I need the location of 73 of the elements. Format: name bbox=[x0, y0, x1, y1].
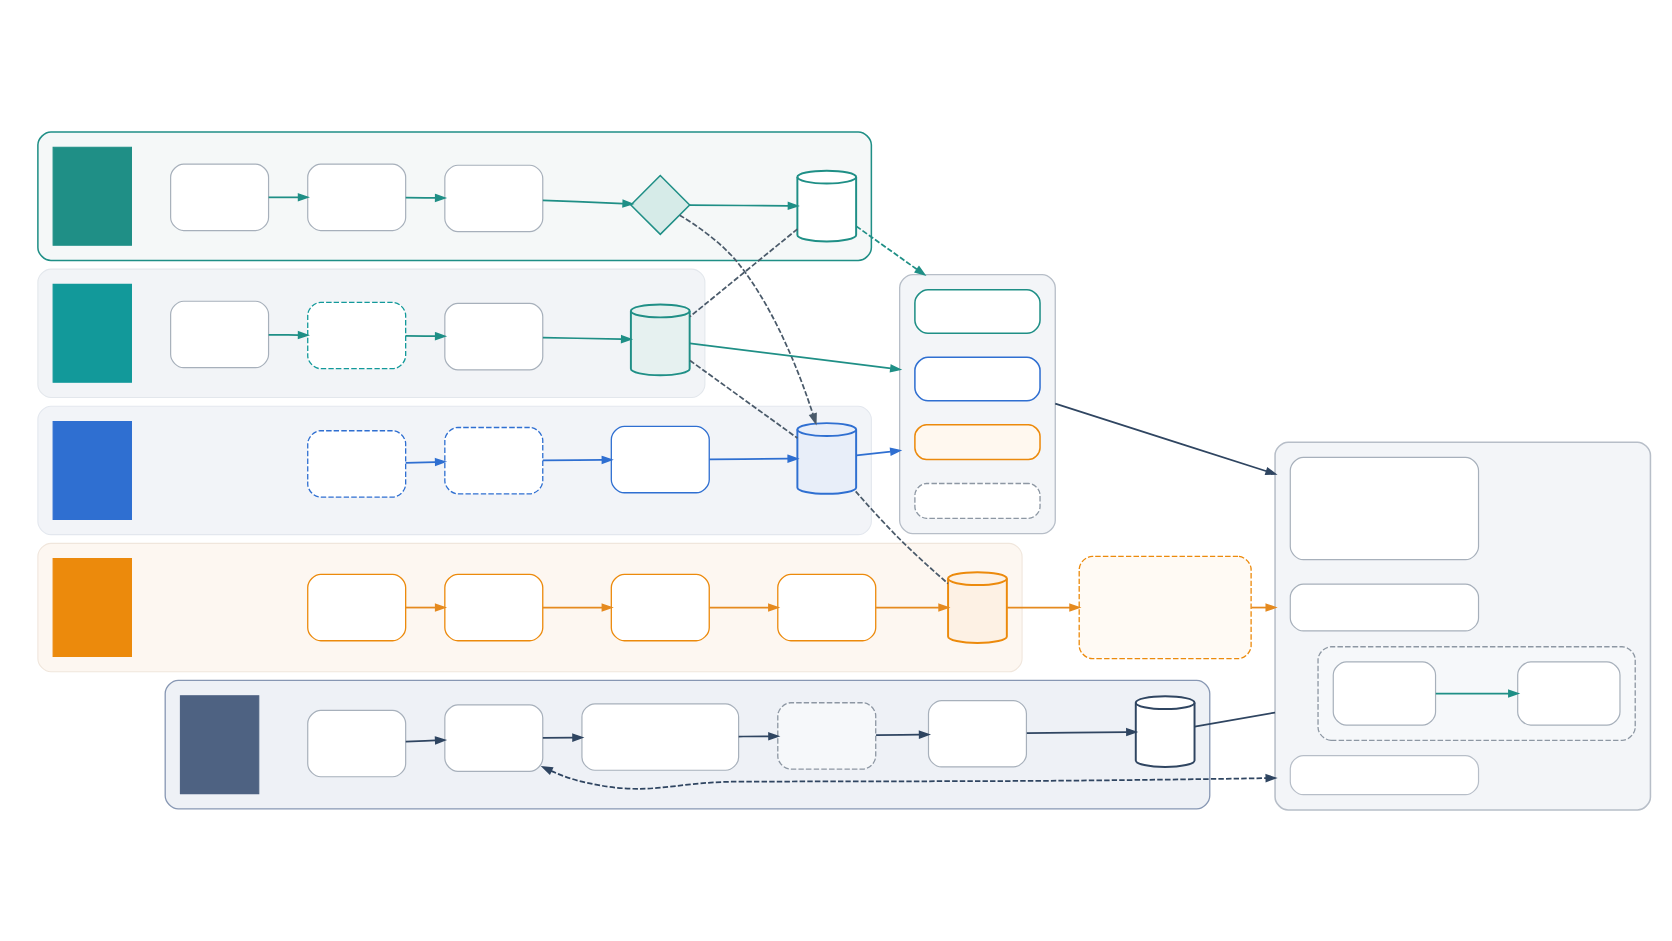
arrow bbox=[875, 602, 951, 612]
node-box bbox=[52, 283, 132, 383]
node-box bbox=[914, 482, 1041, 519]
node-box bbox=[610, 425, 710, 493]
node-box bbox=[444, 302, 544, 370]
cluster bbox=[37, 542, 1023, 672]
node-box bbox=[170, 300, 270, 368]
node-box bbox=[1289, 583, 1480, 632]
node-diamond bbox=[629, 174, 691, 235]
node-box bbox=[914, 423, 1041, 460]
arrow bbox=[542, 334, 634, 343]
node-box bbox=[179, 694, 260, 794]
node-box bbox=[170, 163, 270, 231]
node-box bbox=[610, 573, 710, 641]
cluster bbox=[1317, 645, 1636, 741]
connector bbox=[689, 359, 799, 439]
arrow bbox=[708, 602, 781, 612]
arrow bbox=[542, 198, 635, 208]
arrow bbox=[542, 732, 585, 742]
node-box bbox=[52, 420, 132, 520]
arrow bbox=[1006, 602, 1082, 612]
cluster bbox=[899, 273, 1056, 534]
arrow bbox=[404, 735, 448, 745]
cluster bbox=[37, 130, 873, 261]
node-box bbox=[307, 301, 407, 369]
arrow bbox=[875, 729, 932, 739]
node-box bbox=[777, 701, 877, 770]
cluster bbox=[164, 679, 1211, 809]
node-box bbox=[581, 702, 740, 771]
arrow bbox=[1434, 688, 1521, 698]
cluster bbox=[1274, 440, 1652, 811]
node-box bbox=[52, 557, 132, 657]
node-box bbox=[444, 164, 544, 232]
node-box bbox=[1078, 555, 1252, 659]
node-box bbox=[1289, 754, 1480, 795]
arrow bbox=[708, 453, 800, 463]
arrow bbox=[855, 225, 927, 276]
arrow bbox=[1054, 402, 1278, 475]
arrow bbox=[404, 457, 448, 466]
arrow bbox=[404, 602, 448, 612]
node-box bbox=[1332, 660, 1437, 726]
arrow bbox=[267, 330, 310, 339]
connector bbox=[854, 490, 949, 584]
node-box bbox=[307, 429, 407, 498]
node-box bbox=[1517, 660, 1621, 726]
connector bbox=[1193, 711, 1276, 727]
node-box bbox=[307, 163, 407, 231]
arrow bbox=[404, 193, 448, 202]
node-box bbox=[444, 703, 544, 772]
arrow bbox=[542, 455, 614, 464]
arrow bbox=[678, 213, 817, 425]
arrow bbox=[404, 331, 448, 340]
node-box bbox=[52, 146, 132, 246]
node-box bbox=[914, 356, 1041, 402]
arrow bbox=[688, 201, 800, 210]
node-box bbox=[307, 709, 407, 777]
cluster bbox=[37, 268, 706, 398]
arrow bbox=[855, 446, 903, 456]
node-box bbox=[777, 573, 877, 641]
node-box bbox=[307, 573, 407, 641]
arrow bbox=[540, 765, 1278, 790]
node-box bbox=[444, 426, 544, 494]
node-box bbox=[914, 288, 1041, 334]
connector bbox=[689, 227, 799, 317]
cluster bbox=[37, 405, 872, 535]
node-box bbox=[1289, 456, 1480, 560]
node-box bbox=[927, 699, 1027, 768]
arrow bbox=[737, 731, 781, 741]
node-box bbox=[444, 573, 544, 641]
arrow bbox=[689, 342, 903, 373]
arrow bbox=[542, 602, 614, 612]
arrow bbox=[267, 192, 310, 202]
arrow bbox=[1025, 727, 1139, 736]
